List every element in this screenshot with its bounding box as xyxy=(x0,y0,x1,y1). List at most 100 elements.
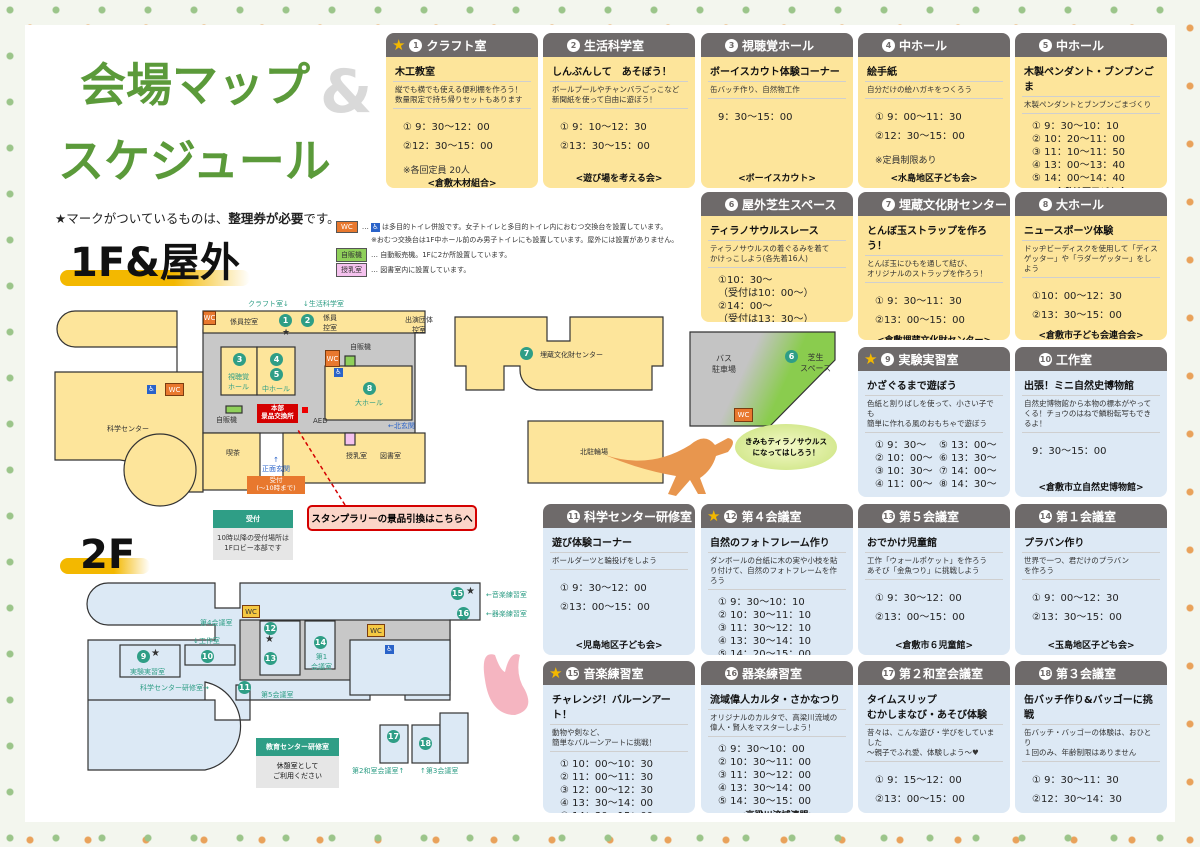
time-slot: ⑧ 14：30〜 xyxy=(939,479,997,491)
big-hall-label: 大ホール xyxy=(355,399,383,407)
room-name: 視聴覚ホール xyxy=(742,38,815,53)
time-slot: ① 9：30〜11：30 xyxy=(1032,775,1119,787)
time-slot: ②13：30〜15：00 xyxy=(1032,612,1122,624)
room-number-badge: 14 xyxy=(1039,509,1052,523)
room-east-2f xyxy=(349,639,451,696)
bus-parking-label: バス 駐車場 xyxy=(712,354,736,374)
activity-title: タイムスリップ むかしまなび・あそび体験 xyxy=(865,689,1003,725)
organizer: <倉敷埋蔵文化財センター> xyxy=(865,333,1003,340)
time-slot: ⑥ 13：30〜 xyxy=(939,453,997,465)
vending-machine-2 xyxy=(344,355,356,367)
science-center-dome xyxy=(123,433,197,507)
vending-label-1: 自販機 xyxy=(350,343,371,351)
time-slot: ⑤ 14：00〜14：40 xyxy=(1032,173,1126,185)
room-number-badge: 2 xyxy=(567,38,580,52)
activity-title: 出張！ミニ自然史博物館 xyxy=(1022,375,1160,396)
room-number-badge: 9 xyxy=(881,352,895,366)
star-icon: ★ xyxy=(265,634,274,645)
star-icon: ★ xyxy=(864,349,878,368)
room-name: 第３会議室 xyxy=(1056,666,1117,681)
notice-bold: 整理券が必要 xyxy=(228,211,304,226)
capacity-note: ※各回定員 20人 xyxy=(403,166,470,177)
room-name: 第４会議室 xyxy=(741,509,802,524)
activity-description: 工作「ウォールポケット」を作ろう あそび「金魚つり」に挑戦しよう xyxy=(865,553,1003,581)
activity-title: 木工教室 xyxy=(393,61,531,82)
activity-title: ニュースポーツ体験 xyxy=(1022,220,1160,241)
activity-title: かざぐるまで遊ぼう xyxy=(865,375,1003,396)
main-entrance-label: ↑ 正面玄関 xyxy=(262,456,290,473)
legend-dots: … xyxy=(361,223,369,231)
bike-parking-label: 北駐輪場 xyxy=(580,448,608,456)
activity-description: 昔々は、こんな遊び・学びをしていました 〜親子でふれ愛、体験しよう〜♥ xyxy=(865,725,1003,763)
activity-title: プラバン作り xyxy=(1022,532,1160,553)
room-number-17: 17 xyxy=(387,730,400,743)
vending-machine xyxy=(225,405,243,414)
activity-title: チャレンジ！バルーンアート！ xyxy=(550,689,688,725)
vending-legend-box: 自販機 xyxy=(336,248,367,262)
organizer: <児島地区子ども会> xyxy=(575,641,663,651)
time-slot: ①10：30〜 xyxy=(718,275,773,287)
activity-description: 色紙と割りばしを使って、小さい子でも 簡単に作れる風のおもちゃで遊ぼう xyxy=(865,396,1003,434)
activity-title: 絵手紙 xyxy=(865,61,1003,82)
room-east2 xyxy=(439,712,469,764)
nursing-room xyxy=(344,432,356,446)
dinosaur-illustration xyxy=(605,438,733,496)
room-number-15: 15 xyxy=(451,587,464,600)
time-slot: ②12：30〜15：00 xyxy=(403,141,493,153)
floor-heading-1f: 1F&屋外 xyxy=(70,240,241,286)
room-number-14: 14 xyxy=(314,636,327,649)
room-number-3: 3 xyxy=(233,353,246,366)
activity-description: 缶バッチ・バッゴーの体験は、おひとり １回のみ、年齢制限はありません xyxy=(1022,725,1160,763)
time-slot: ①10：00〜12：30 xyxy=(1032,291,1122,303)
time-slot: ⑤ 14：30〜15：00 xyxy=(560,810,688,813)
time-slot: ④ 13：30〜14：10 xyxy=(718,636,812,648)
callout-pointer xyxy=(297,429,346,506)
notice-text: マークがついているものは、 xyxy=(66,211,229,226)
organizer: <ボーイスカウト> xyxy=(738,174,816,184)
wc-legend-box: WC xyxy=(336,221,358,233)
time-slot: ① 9：00〜11：30 xyxy=(875,112,962,124)
activity-description: オリジナルのカルタで、高梁川流域の 偉人・賢人をマスターしよう！ xyxy=(708,710,846,738)
time-slot: ① 9：30〜12：00 xyxy=(875,593,962,605)
capacity-note: ※定員制限あり xyxy=(875,156,937,167)
mid-hall-label: 中ホール xyxy=(262,385,290,393)
room-number-12: 12 xyxy=(264,622,277,635)
activity-description: ボールプールやチャンバラごっこなど 新聞紙を使って自由に遊ぼう！ xyxy=(550,82,688,110)
organizer: <倉敷市子ども会連合会> xyxy=(1038,331,1144,340)
time-slot: ③ 11：30〜12：10 xyxy=(718,623,812,635)
library-label: 図書室 xyxy=(380,452,401,460)
activity-description: 缶バッチ作り、自然物工作 xyxy=(708,82,846,100)
time-slot: （受付は10：00〜） xyxy=(718,288,814,300)
accessible-toilet-icon: ♿ xyxy=(385,645,394,654)
activity-title: しんぶんして あそぼう！ xyxy=(550,61,688,82)
time-slot: ① 9：10〜12：30 xyxy=(560,122,647,134)
nursing-legend-text: … 図書室内に設置しています。 xyxy=(371,266,471,274)
organizer: <遊び場を考える会> xyxy=(575,174,663,184)
activity-title: 缶バッチ作り&バッゴーに挑戦 xyxy=(1022,689,1160,725)
room-name: 埋蔵文化財センター xyxy=(899,197,1008,212)
activity-title: 自然のフォトフレーム作り xyxy=(708,532,846,553)
staff-room-2: 係員 控室 xyxy=(323,314,337,332)
room-number-11: 11 xyxy=(238,681,251,694)
